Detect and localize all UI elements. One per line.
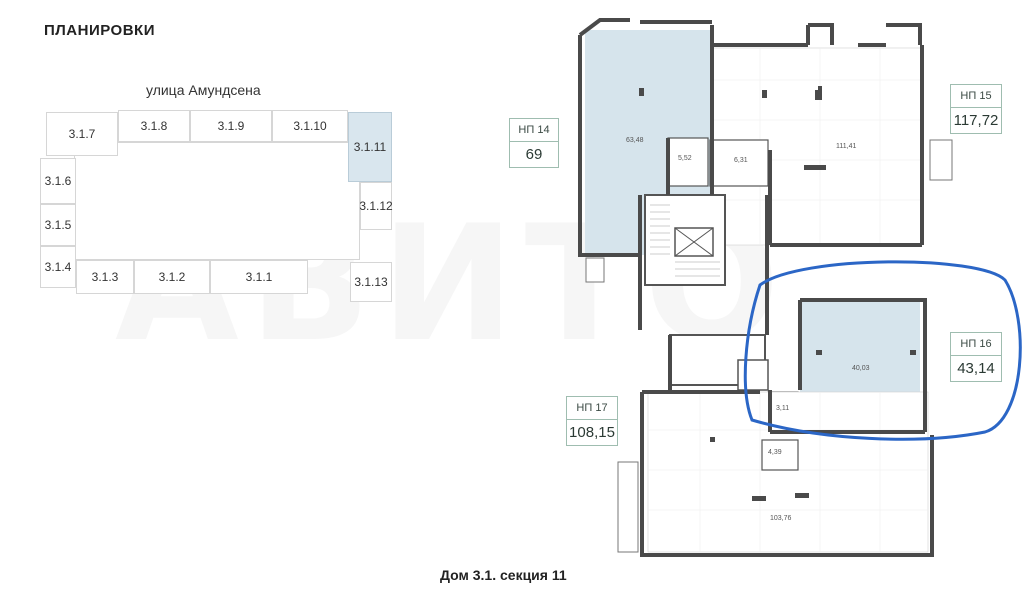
key-cell-3.1.11[interactable]: 3.1.11 <box>348 112 392 182</box>
courtyard <box>74 142 360 260</box>
key-cell-3.1.4[interactable]: 3.1.4 <box>40 246 76 288</box>
balcony-np14 <box>585 257 605 283</box>
bathroom-np17 <box>761 439 799 471</box>
key-cell-3.1.7[interactable]: 3.1.7 <box>46 112 118 156</box>
room-area-label: 3,11 <box>776 405 789 412</box>
unit-tag-np17[interactable]: НП 17 108,15 <box>566 396 618 446</box>
unit-tag-label: НП 16 <box>951 333 1001 356</box>
unit-tag-label: НП 17 <box>567 397 617 420</box>
key-cell-3.1.5[interactable]: 3.1.5 <box>40 204 76 246</box>
room-area-label: 5,52 <box>678 155 692 162</box>
unit-tag-label: НП 15 <box>951 85 1001 108</box>
room-area-label: 111,41 <box>836 143 856 150</box>
balcony-np17 <box>617 461 639 553</box>
unit-tag-label: НП 14 <box>510 119 558 142</box>
unit-tag-np14[interactable]: НП 14 69 <box>509 118 559 168</box>
key-cell-3.1.13[interactable]: 3.1.13 <box>350 262 392 302</box>
street-name: улица Амундсена <box>146 82 261 98</box>
room-np17[interactable] <box>647 391 929 553</box>
key-cell-3.1.2[interactable]: 3.1.2 <box>134 260 210 294</box>
unit-tag-np16[interactable]: НП 16 43,14 <box>950 332 1002 382</box>
stairwell <box>644 194 726 286</box>
key-cell-3.1.10[interactable]: 3.1.10 <box>272 110 348 142</box>
columns <box>639 86 916 501</box>
key-plan: улица Амундсена 3.1.7 3.1.8 3.1.9 3.1.10… <box>0 0 420 320</box>
key-cell-3.1.12[interactable]: 3.1.12 <box>359 182 393 230</box>
unit-tag-area: 108,15 <box>569 424 615 441</box>
utility-room <box>737 359 769 391</box>
key-cell-3.1.6[interactable]: 3.1.6 <box>40 158 76 204</box>
room-area-label: 103,76 <box>770 515 792 522</box>
room-area-label: 6,31 <box>734 157 748 164</box>
page-title: ПЛАНИРОВКИ <box>44 22 155 39</box>
highlight-np16 <box>743 260 1022 441</box>
unit-tag-area: 69 <box>525 146 543 163</box>
unit-tag-np15[interactable]: НП 15 117,72 <box>950 84 1002 134</box>
walls <box>578 18 934 557</box>
key-cell-3.1.1[interactable]: 3.1.1 <box>210 260 308 294</box>
unit-tag-area: 43,14 <box>957 360 995 377</box>
room-area-label: 40,03 <box>852 365 870 372</box>
unit-tag-area: 117,72 <box>953 112 999 129</box>
balcony-np15 <box>929 139 953 181</box>
key-cell-3.1.8[interactable]: 3.1.8 <box>118 110 190 142</box>
room-area-label: 63,48 <box>626 137 644 144</box>
key-cell-3.1.3[interactable]: 3.1.3 <box>76 260 134 294</box>
section-caption: Дом 3.1. секция 11 <box>440 567 567 583</box>
room-area-label: 4,39 <box>768 449 782 456</box>
key-cell-3.1.9[interactable]: 3.1.9 <box>190 110 272 142</box>
bathroom-a <box>667 137 709 187</box>
